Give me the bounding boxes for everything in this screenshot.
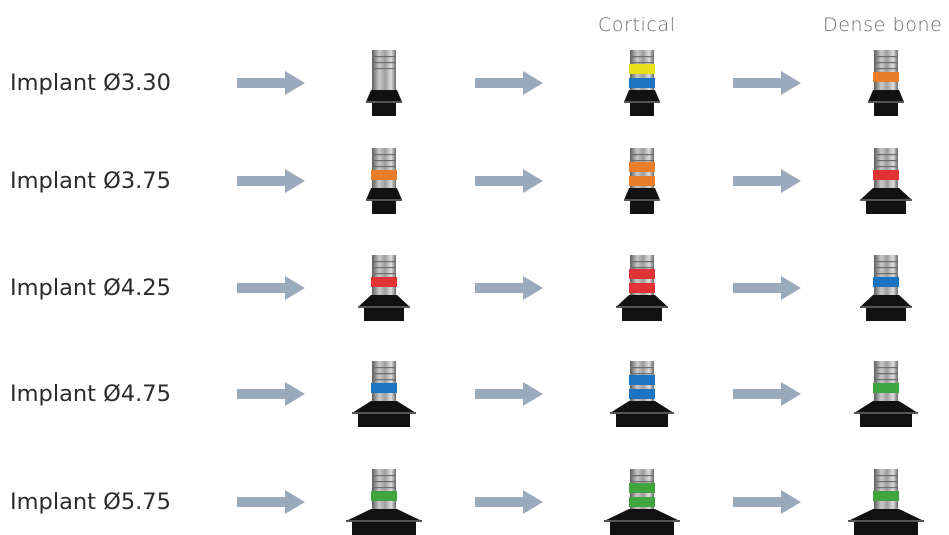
- arrow-icon: [733, 276, 801, 300]
- implant-label: Implant Ø4.75: [10, 381, 171, 407]
- green-band: [629, 483, 655, 493]
- arrow-icon: [475, 71, 543, 95]
- arrow-icon: [475, 169, 543, 193]
- arrow-icon: [733, 169, 801, 193]
- header-cortical: Cortical: [598, 14, 676, 36]
- arrow-icon: [237, 71, 305, 95]
- implant-label: Implant Ø5.75: [10, 489, 171, 515]
- drill-bit-icon: [610, 361, 674, 427]
- blue-band: [371, 383, 397, 393]
- drill-bit-icon: [604, 469, 680, 535]
- red-band: [629, 283, 655, 293]
- blue-band: [629, 389, 655, 399]
- green-band: [873, 383, 899, 393]
- drill-bit-icon: [366, 50, 402, 116]
- blue-band: [629, 78, 655, 88]
- drill-bit-icon: [860, 255, 912, 321]
- red-band: [873, 170, 899, 180]
- header-dense-bone: Dense bone: [823, 14, 943, 36]
- orange-band: [629, 176, 655, 186]
- arrow-icon: [475, 276, 543, 300]
- red-band: [629, 269, 655, 279]
- arrow-icon: [733, 71, 801, 95]
- drill-bit-icon: [848, 469, 924, 535]
- drill-bit-icon: [624, 148, 660, 214]
- drill-bit-icon: [366, 148, 402, 214]
- drill-bit-icon: [868, 50, 904, 116]
- blue-band: [873, 277, 899, 287]
- drill-bit-icon: [358, 255, 410, 321]
- drill-bit-icon: [860, 148, 912, 214]
- arrow-icon: [237, 490, 305, 514]
- orange-band: [371, 170, 397, 180]
- arrow-icon: [237, 276, 305, 300]
- arrow-icon: [475, 490, 543, 514]
- orange-band: [629, 162, 655, 172]
- drill-bit-icon: [616, 255, 668, 321]
- arrow-icon: [237, 169, 305, 193]
- arrow-icon: [733, 382, 801, 406]
- blue-band: [629, 375, 655, 385]
- implant-label: Implant Ø4.25: [10, 275, 171, 301]
- implant-label: Implant Ø3.75: [10, 168, 171, 194]
- green-band: [629, 497, 655, 507]
- drill-bit-icon: [346, 469, 422, 535]
- arrow-icon: [733, 490, 801, 514]
- arrow-icon: [475, 382, 543, 406]
- red-band: [371, 277, 397, 287]
- arrow-icon: [237, 382, 305, 406]
- drill-bit-icon: [352, 361, 416, 427]
- orange-band: [873, 72, 899, 82]
- drill-bit-icon: [854, 361, 918, 427]
- implant-label: Implant Ø3.30: [10, 70, 171, 96]
- green-band: [873, 491, 899, 501]
- drill-bit-icon: [624, 50, 660, 116]
- yellow-band: [629, 64, 655, 74]
- green-band: [371, 491, 397, 501]
